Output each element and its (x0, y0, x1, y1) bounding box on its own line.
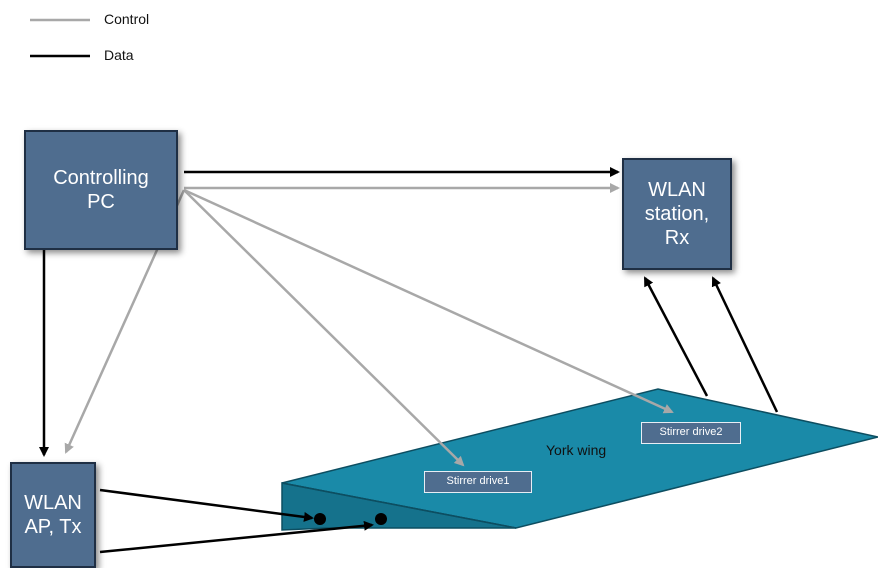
legend-data-label: Data (104, 47, 134, 63)
control-arrow-pc-to-stirrer2 (183, 188, 674, 414)
york-wing-edge (281, 482, 517, 529)
controlling-pc-line1: Controlling (53, 167, 149, 189)
wlan-ap-box: WLAN AP, Tx (10, 462, 96, 568)
data-arrow-ap-to-dot2 (99, 520, 374, 554)
controlling-pc-line2: PC (87, 191, 115, 213)
data-arrow-wing-to-station-1 (643, 276, 709, 397)
wlan-station-line1: WLAN (648, 179, 706, 201)
wlan-ap-line1: WLAN (24, 492, 82, 514)
antenna-dot-2 (375, 513, 387, 525)
data-arrow-wing-to-station-2 (711, 276, 779, 413)
antenna-dot-1 (314, 513, 326, 525)
control-arrow-pc-to-stirrer1 (183, 189, 465, 467)
wlan-ap-line2: AP, Tx (24, 516, 82, 538)
york-wing-label: York wing (546, 442, 607, 458)
wlan-station-line3: Rx (664, 227, 690, 249)
controlling-pc-box: Controlling PC (24, 130, 178, 250)
data-arrow-ap-to-dot1 (99, 488, 314, 522)
wlan-station-box: WLAN station, Rx (622, 158, 732, 270)
stirrer-drive2-box: Stirrer drive2 (641, 422, 741, 444)
stirrer-drive1-box: Stirrer drive1 (424, 471, 532, 493)
wlan-station-line2: station, (644, 203, 710, 225)
legend-control-label: Control (104, 11, 150, 27)
